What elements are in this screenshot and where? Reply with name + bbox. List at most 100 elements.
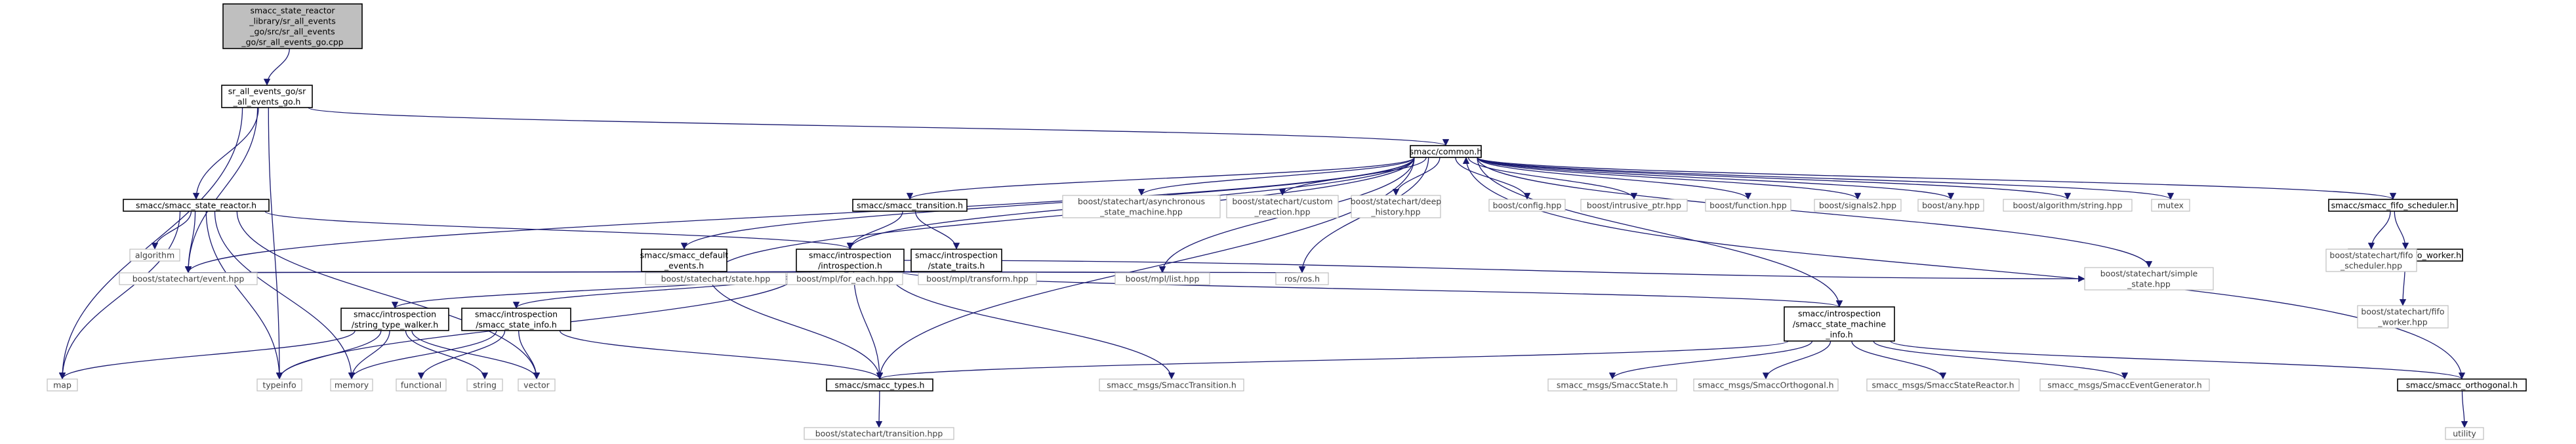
edge-sr_h-to-map bbox=[58, 107, 243, 380]
node-box bbox=[1351, 195, 1441, 218]
node-label: boost/signals2.hpp bbox=[1819, 201, 1896, 211]
node-fifo-worker-hpp: boost/statechart/fifo_worker.hpp bbox=[2357, 305, 2449, 329]
node-box bbox=[518, 378, 556, 392]
node-box bbox=[2445, 427, 2484, 440]
node-msg-orthogonal: smacc_msgs/SmaccOrthogonal.h bbox=[1693, 378, 1839, 392]
node-smacc-state-info[interactable]: smacc/introspection/smacc_state_info.h bbox=[461, 308, 571, 331]
node-box bbox=[641, 249, 727, 272]
node-default-events[interactable]: smacc/smacc_default_events.h bbox=[640, 249, 729, 272]
node-root[interactable]: smacc_state_reactor_library/sr_all_event… bbox=[222, 3, 363, 49]
node-typeinfo: typeinfo bbox=[256, 378, 302, 392]
node-label: _all_events_go.h bbox=[233, 97, 301, 107]
node-box bbox=[1784, 306, 1895, 342]
node-orthogonal[interactable]: smacc/smacc_orthogonal.h bbox=[2397, 378, 2527, 392]
edge-sm_info-to-orthogonal bbox=[1890, 340, 2465, 380]
node-box bbox=[221, 85, 313, 108]
node-box bbox=[466, 378, 503, 392]
edge-introspection-to-sm_info bbox=[899, 271, 1843, 308]
edge-line bbox=[184, 107, 258, 273]
node-box bbox=[645, 272, 787, 285]
edge-line bbox=[1477, 157, 1752, 200]
node-label: smacc/common.h bbox=[1410, 147, 1482, 157]
node-ros: ros/ros.h bbox=[1275, 272, 1329, 285]
node-box bbox=[1488, 199, 1566, 212]
node-msg-reactor: smacc_msgs/SmaccStateReactor.h bbox=[1866, 378, 2020, 392]
edge-line bbox=[192, 107, 259, 200]
node-box bbox=[119, 272, 258, 285]
node-any: boost/any.hpp bbox=[1917, 199, 1984, 212]
node-box bbox=[2003, 199, 2133, 212]
node-box bbox=[796, 249, 905, 272]
node-box bbox=[2328, 199, 2458, 212]
node-transition[interactable]: smacc/smacc_transition.h bbox=[852, 199, 968, 212]
node-label: smacc/smacc_types.h bbox=[835, 380, 925, 390]
edge-common-to-mutex bbox=[1477, 157, 2174, 200]
edge-common-to-fifo_scheduler bbox=[1477, 157, 2396, 200]
node-box bbox=[47, 378, 78, 392]
node-label: _state_machine.hpp bbox=[1099, 207, 1183, 217]
node-box bbox=[1917, 199, 1984, 212]
edge-line bbox=[853, 271, 884, 380]
node-label: _go/sr_all_events_go.cpp bbox=[241, 37, 343, 47]
node-utility: utility bbox=[2445, 427, 2484, 440]
node-state-reactor[interactable]: smacc/smacc_state_reactor.h bbox=[123, 199, 270, 212]
node-label: boost/algorithm/string.hpp bbox=[2013, 201, 2122, 211]
node-box bbox=[1099, 378, 1244, 392]
node-label: _worker.hpp bbox=[2377, 317, 2428, 327]
node-label: boost/statechart/simple bbox=[2100, 269, 2198, 279]
node-box bbox=[804, 427, 954, 440]
node-label: sr_all_events_go/sr bbox=[228, 87, 306, 96]
node-signals2: boost/signals2.hpp bbox=[1814, 199, 1902, 212]
node-string: string bbox=[466, 378, 503, 392]
node-deep-history: boost/statechart/deep_history.hpp bbox=[1351, 195, 1442, 218]
node-label: algorithm bbox=[135, 251, 174, 260]
node-custom-reaction: boost/statechart/custom_reaction.hpp bbox=[1226, 195, 1339, 218]
edge-common-to-alg_string bbox=[1477, 157, 2071, 200]
node-sr-h[interactable]: sr_all_events_go/sr_all_events_go.h bbox=[221, 85, 313, 108]
edge-line bbox=[58, 211, 181, 380]
edge-line bbox=[707, 271, 884, 380]
edge-line bbox=[899, 271, 1843, 308]
edge-line bbox=[58, 330, 356, 380]
node-box bbox=[256, 378, 302, 392]
node-introspection[interactable]: smacc/introspection/introspection.h bbox=[796, 249, 905, 272]
node-config: boost/config.hpp bbox=[1488, 199, 1566, 212]
edge-line bbox=[1477, 157, 1954, 200]
edge-line bbox=[417, 330, 506, 380]
node-label: boost/statechart/deep bbox=[1351, 197, 1442, 207]
edge-line bbox=[58, 107, 243, 380]
edge-string_type_walker-to-memory bbox=[348, 330, 390, 380]
edge-line bbox=[411, 330, 541, 380]
node-string-type-walker[interactable]: smacc/introspection/string_type_walker.h bbox=[340, 308, 449, 331]
node-state-traits[interactable]: smacc/introspection/state_traits.h bbox=[910, 249, 1002, 272]
edge-common-to-function bbox=[1477, 157, 1752, 200]
node-label: smacc_msgs/SmaccEventGenerator.h bbox=[2047, 380, 2201, 390]
node-box bbox=[396, 378, 447, 392]
node-map: map bbox=[47, 378, 78, 392]
edge-transition-to-introspection bbox=[846, 211, 903, 250]
node-label: boost/statechart/state.hpp bbox=[661, 274, 771, 284]
node-box bbox=[1580, 199, 1688, 212]
node-common[interactable]: smacc/common.h bbox=[1410, 145, 1482, 158]
node-box bbox=[1114, 272, 1210, 285]
edge-string_type_walker-to-typeinfo bbox=[276, 330, 382, 380]
node-label: _library/sr_all_events bbox=[249, 16, 336, 26]
node-sm-info[interactable]: smacc/introspection/smacc_state_machine_… bbox=[1784, 306, 1895, 342]
node-smacc-types[interactable]: smacc/smacc_types.h bbox=[826, 378, 933, 392]
edge-string_type_walker-to-string bbox=[405, 330, 489, 380]
node-label: boost/config.hpp bbox=[1493, 201, 1562, 211]
node-label: boost/statechart/custom bbox=[1232, 197, 1332, 207]
edge-line bbox=[1477, 157, 2153, 268]
node-transform: boost/mpl/transform.hpp bbox=[918, 272, 1037, 285]
node-label: smacc/introspection bbox=[475, 310, 558, 319]
node-box bbox=[2084, 267, 2214, 291]
node-transition-hpp: boost/statechart/transition.hpp bbox=[804, 427, 954, 440]
node-label: _go/src/sr_all_events bbox=[249, 27, 335, 37]
edge-introspection-to-smacc_types bbox=[853, 271, 884, 380]
node-box bbox=[1814, 199, 1902, 212]
edge-string_type_walker-to-vector bbox=[411, 330, 541, 380]
node-box bbox=[2325, 249, 2417, 272]
node-fifo-scheduler[interactable]: smacc/smacc_fifo_scheduler.h bbox=[2328, 199, 2458, 212]
edge-line bbox=[875, 390, 883, 428]
node-label: smacc/introspection bbox=[354, 310, 436, 319]
